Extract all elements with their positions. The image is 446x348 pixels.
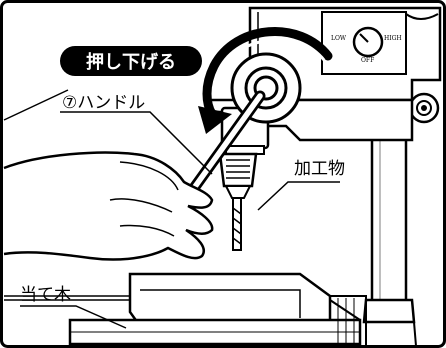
backing-board xyxy=(68,299,362,346)
workpiece-leader-line xyxy=(257,181,340,211)
drill-column xyxy=(362,140,417,347)
drill-bit xyxy=(232,197,242,251)
handle-label: ⑦ハンドル xyxy=(62,93,145,113)
workpiece-label: 加工物 xyxy=(294,159,345,179)
rotation-arrow xyxy=(198,27,333,134)
backing-board-leader-line xyxy=(20,305,127,329)
leader-lines xyxy=(3,89,340,329)
action-badge-text: 押し下げる xyxy=(86,51,176,73)
switch-high-label: HIGH xyxy=(384,35,402,42)
action-badge: 押し下げる xyxy=(60,46,202,76)
switch-low-label: LOW xyxy=(331,35,347,42)
handle-leader-line xyxy=(60,111,213,175)
workpiece-block xyxy=(128,272,332,328)
backing-board-label: 当て木 xyxy=(20,285,71,305)
hand xyxy=(3,151,214,261)
drill-table xyxy=(4,295,367,346)
rotation-arrow-head xyxy=(198,106,232,134)
drill-chuck xyxy=(218,152,258,199)
decor-line xyxy=(3,89,69,121)
switch-off-label: OFF xyxy=(361,57,374,64)
